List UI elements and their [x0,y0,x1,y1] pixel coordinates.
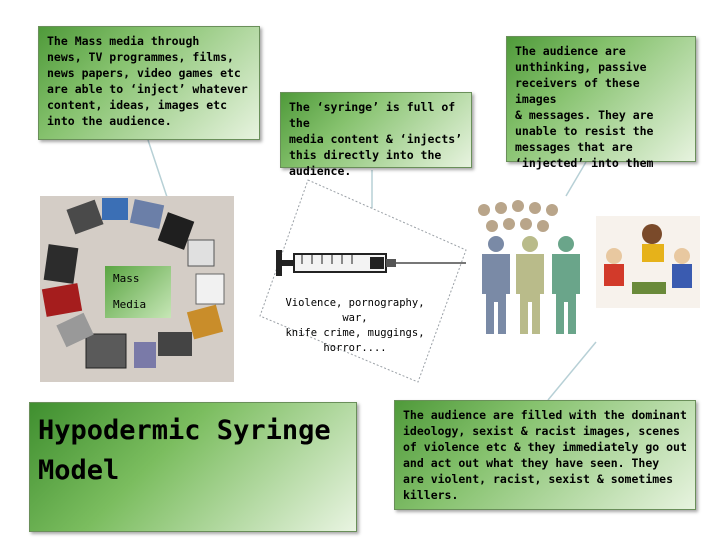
page-title: Hypodermic Syringe Model [29,402,357,532]
filled-audience-note: The audience are filled with the dominan… [394,400,696,510]
syringe-note: The ‘syringe’ is full of the media conte… [280,92,472,178]
mass-media-note: The Mass media through news, TV programm… [38,26,260,140]
audience-heads-icon [478,200,558,232]
audience-figures-image [478,200,580,334]
mass-label-line1: Mass [113,272,140,285]
passive-audience-note: The audience are unthinking, passive rec… [506,36,696,170]
person-olive-icon [516,236,544,334]
syringe-caption: Violence, pornography, war, knife crime,… [285,297,425,354]
mass-label-line2: Media [113,298,147,311]
cartoon-fight-image [596,216,700,308]
person-green-icon [552,236,580,334]
person-blue-icon [482,236,510,334]
syringe-diamond-illustration [259,179,467,383]
mass-media-label: Mass Media [105,266,171,318]
syringe-icon [276,250,466,276]
